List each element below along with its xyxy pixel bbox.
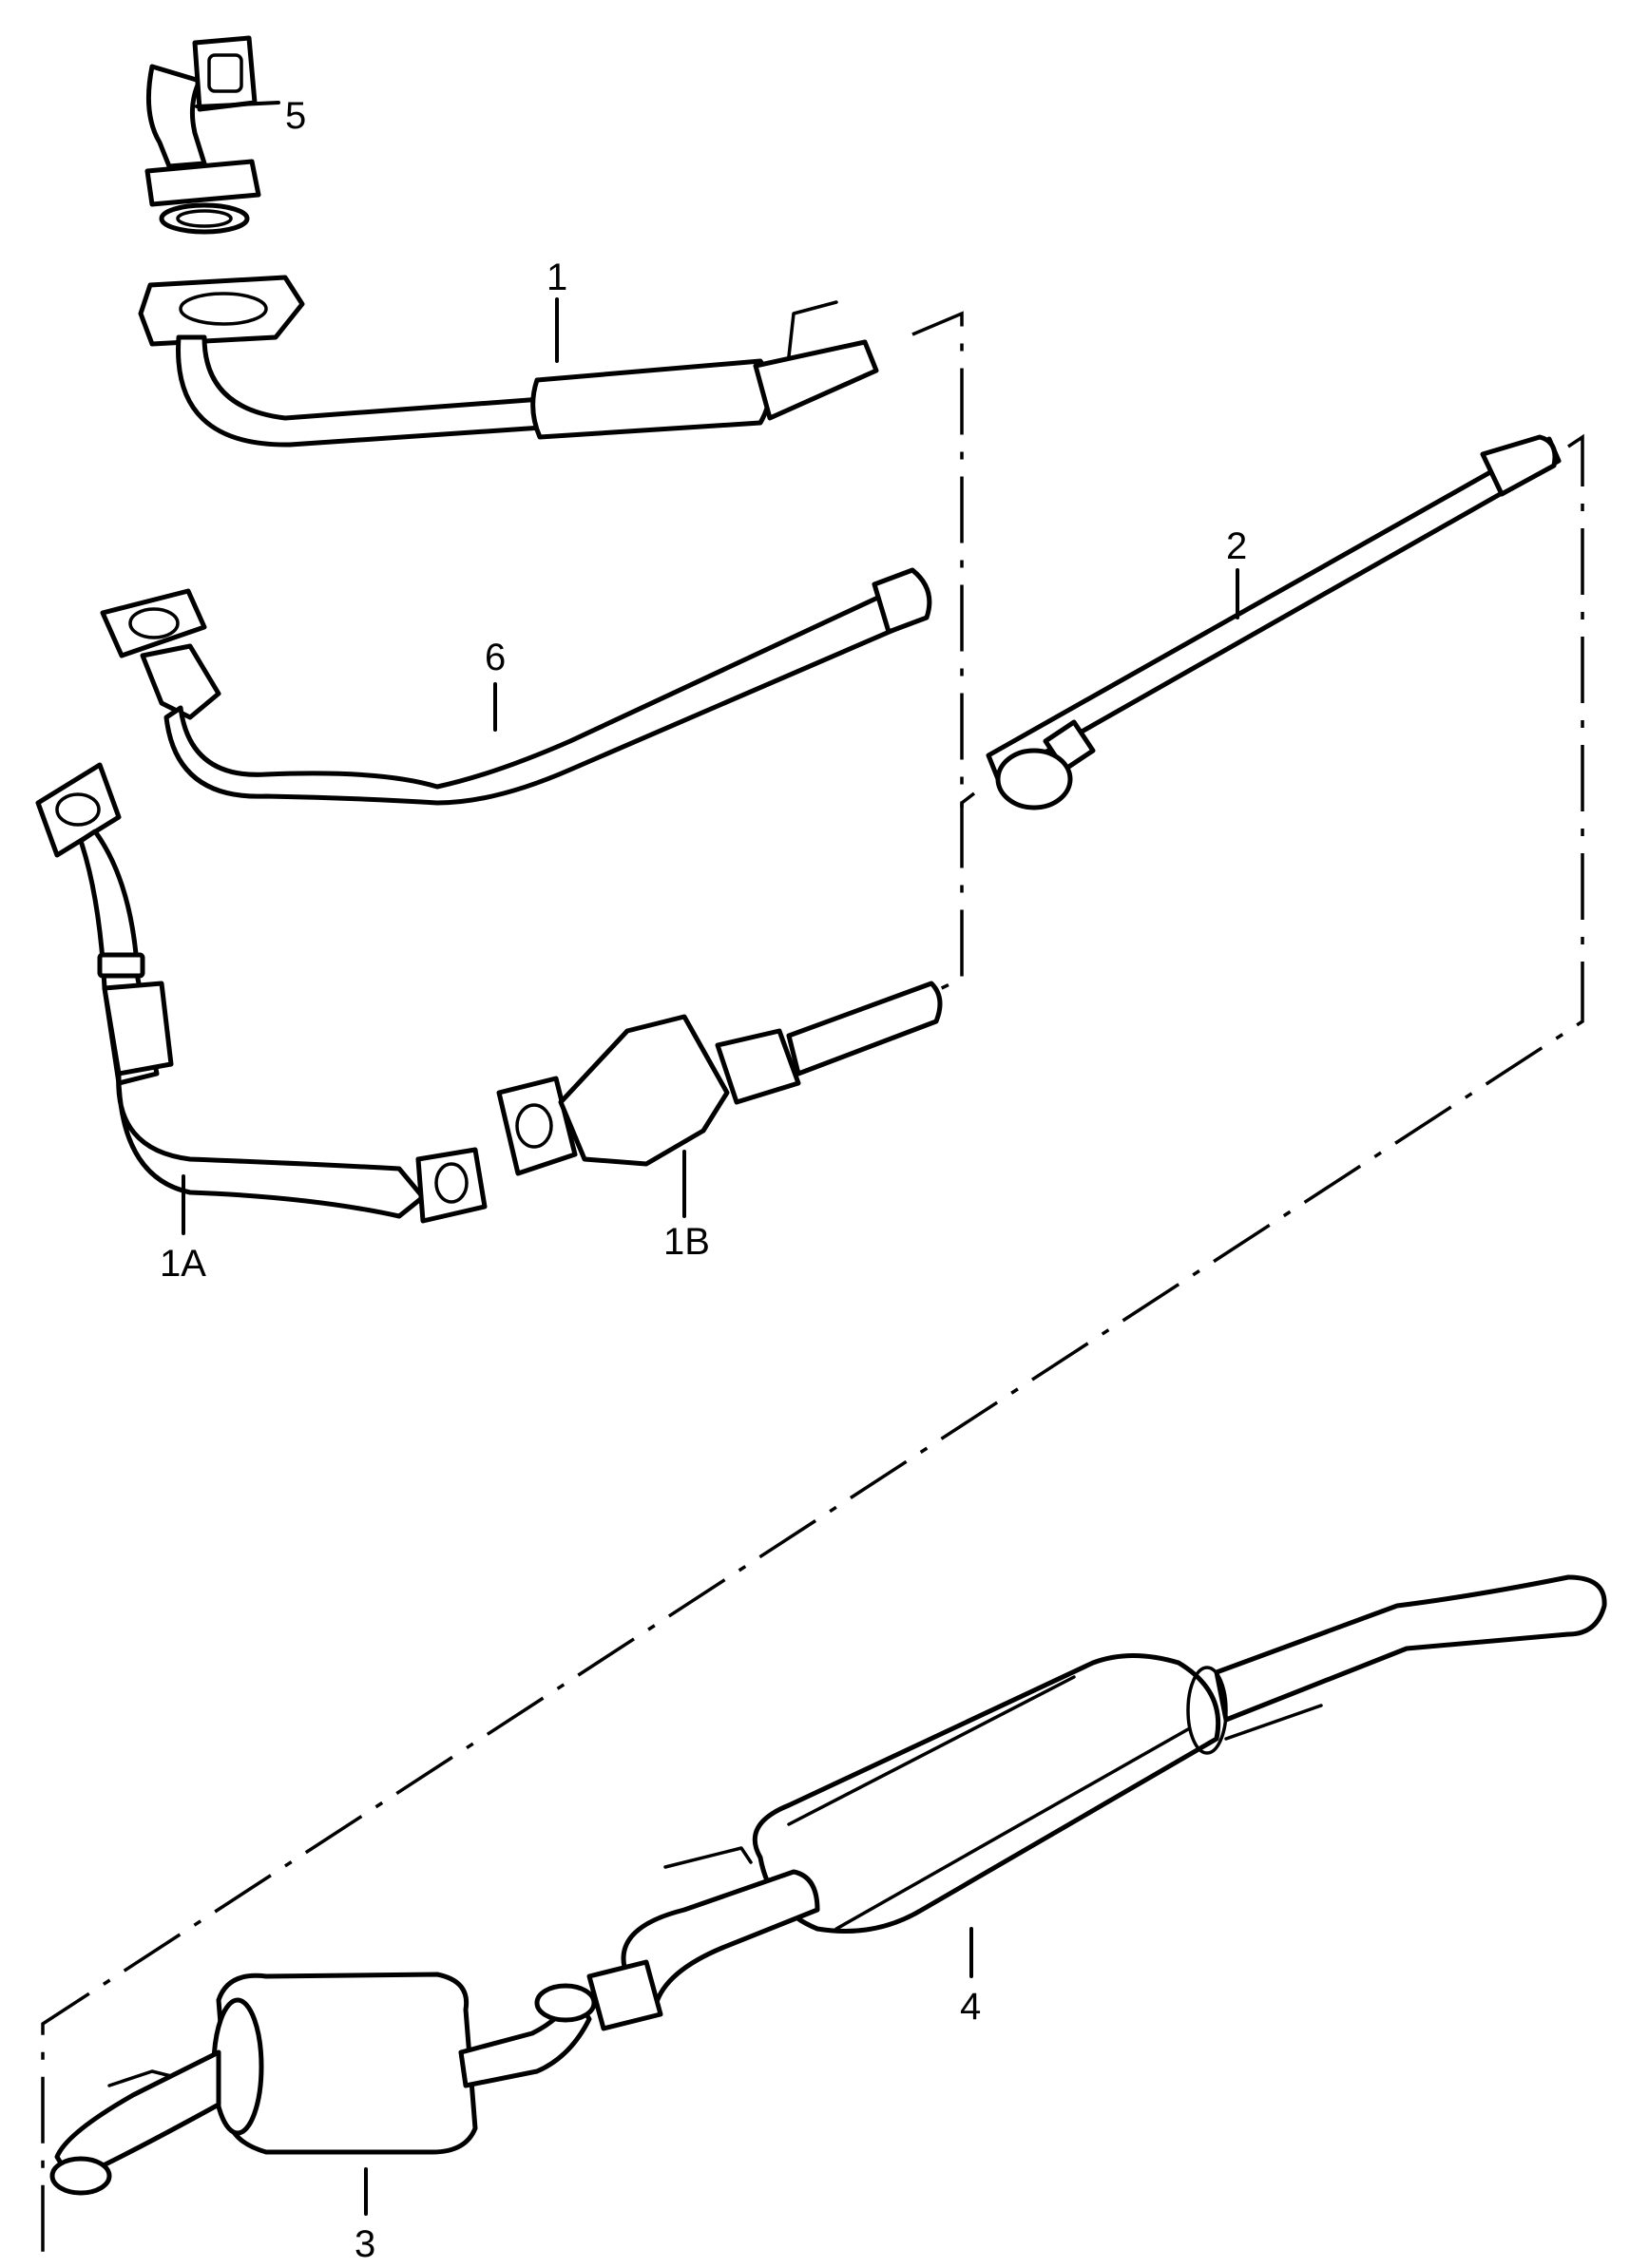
callout-5: 5 [285,95,306,137]
callout-1b: 1B [663,1221,710,1263]
part-4-rear-muffler [586,1574,1607,2031]
callout-1a: 1A [160,1243,206,1285]
assembly-chain-lines [41,311,1584,2261]
callout-3: 3 [355,2223,375,2265]
part-1-front-pipe [138,275,879,448]
callout-6: 6 [485,637,506,678]
part-5-flange-elbow [144,35,261,235]
callout-2: 2 [1226,525,1247,567]
part-2-intermediate-pipe [986,434,1562,810]
callout-labels: 5 1 6 2 1A 1B 4 3 [160,95,1247,2265]
part-3-centre-silencer [49,1972,597,2196]
part-1a-downpipe [35,762,488,1224]
part-1b-catalytic-converter [496,981,943,1176]
callout-4: 4 [960,1986,981,2028]
callout-1: 1 [546,257,567,298]
callout-leaders [182,101,1239,2216]
part-6-front-pipe [100,567,932,806]
